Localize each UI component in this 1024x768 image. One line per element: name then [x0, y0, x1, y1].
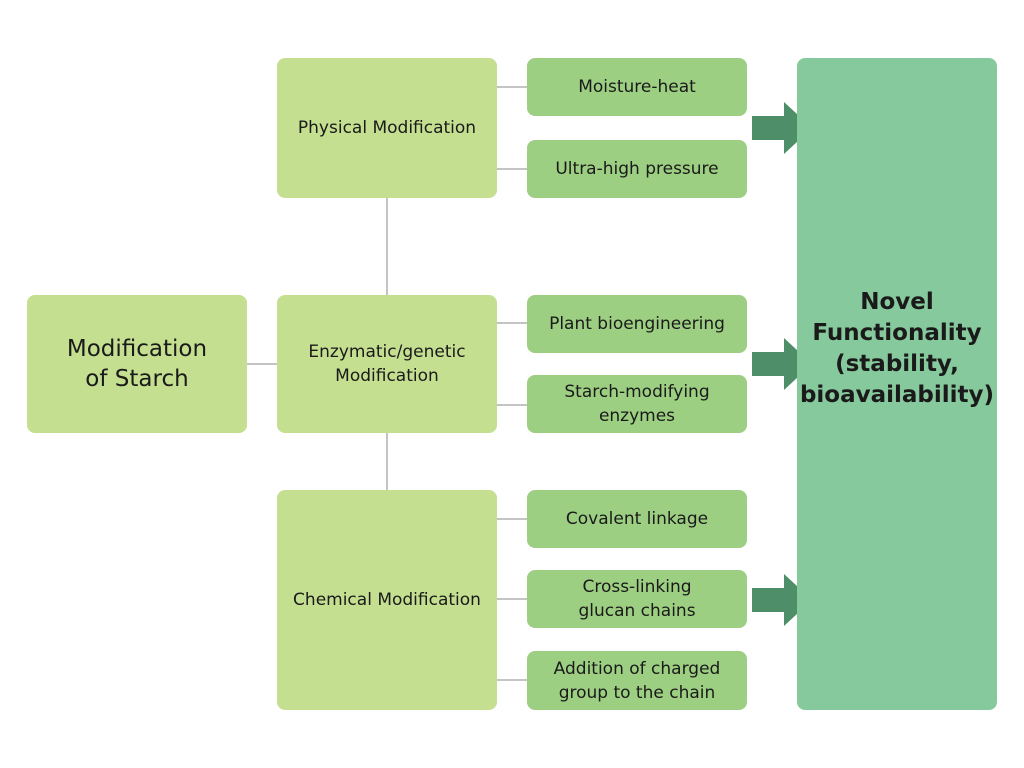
item-ultra-high-pressure: Ultra-high pressure [527, 140, 747, 198]
item-plant-bioengineering: Plant bioengineering [527, 295, 747, 353]
item-charged-group-label: Addition of charged group to the chain [553, 658, 721, 703]
item-covalent-linkage-label: Covalent linkage [565, 509, 709, 529]
item-moisture-heat: Moisture-heat [527, 58, 747, 116]
result-node-label: Novel Functionality (stability, bioavail… [799, 289, 995, 408]
item-cross-linking: Cross-linking glucan chains [527, 570, 747, 628]
item-moisture-heat-label: Moisture-heat [578, 77, 696, 97]
category-enzymatic-genetic: Enzymatic/genetic Modification [277, 295, 497, 433]
root-node: Modification of Starch [27, 295, 247, 433]
category-physical-label: Physical Modification [297, 118, 477, 138]
item-starch-modifying-enzymes-label: Starch-modifying enzymes [564, 382, 710, 426]
result-node: Novel Functionality (stability, bioavail… [797, 58, 997, 710]
category-chemical: Chemical Modification [277, 490, 497, 710]
item-covalent-linkage: Covalent linkage [527, 490, 747, 548]
item-starch-modifying-enzymes: Starch-modifying enzymes [527, 375, 747, 433]
item-cross-linking-label: Cross-linking glucan chains [578, 577, 696, 621]
category-chemical-label: Chemical Modification [293, 590, 481, 610]
root-node-label: Modification of Starch [66, 336, 208, 392]
item-plant-bioengineering-label: Plant bioengineering [549, 314, 725, 334]
category-enzymatic-genetic-label: Enzymatic/genetic Modification [308, 342, 466, 386]
item-charged-group: Addition of charged group to the chain [527, 651, 747, 710]
item-ultra-high-pressure-label: Ultra-high pressure [555, 159, 719, 179]
category-physical: Physical Modification [277, 58, 497, 198]
